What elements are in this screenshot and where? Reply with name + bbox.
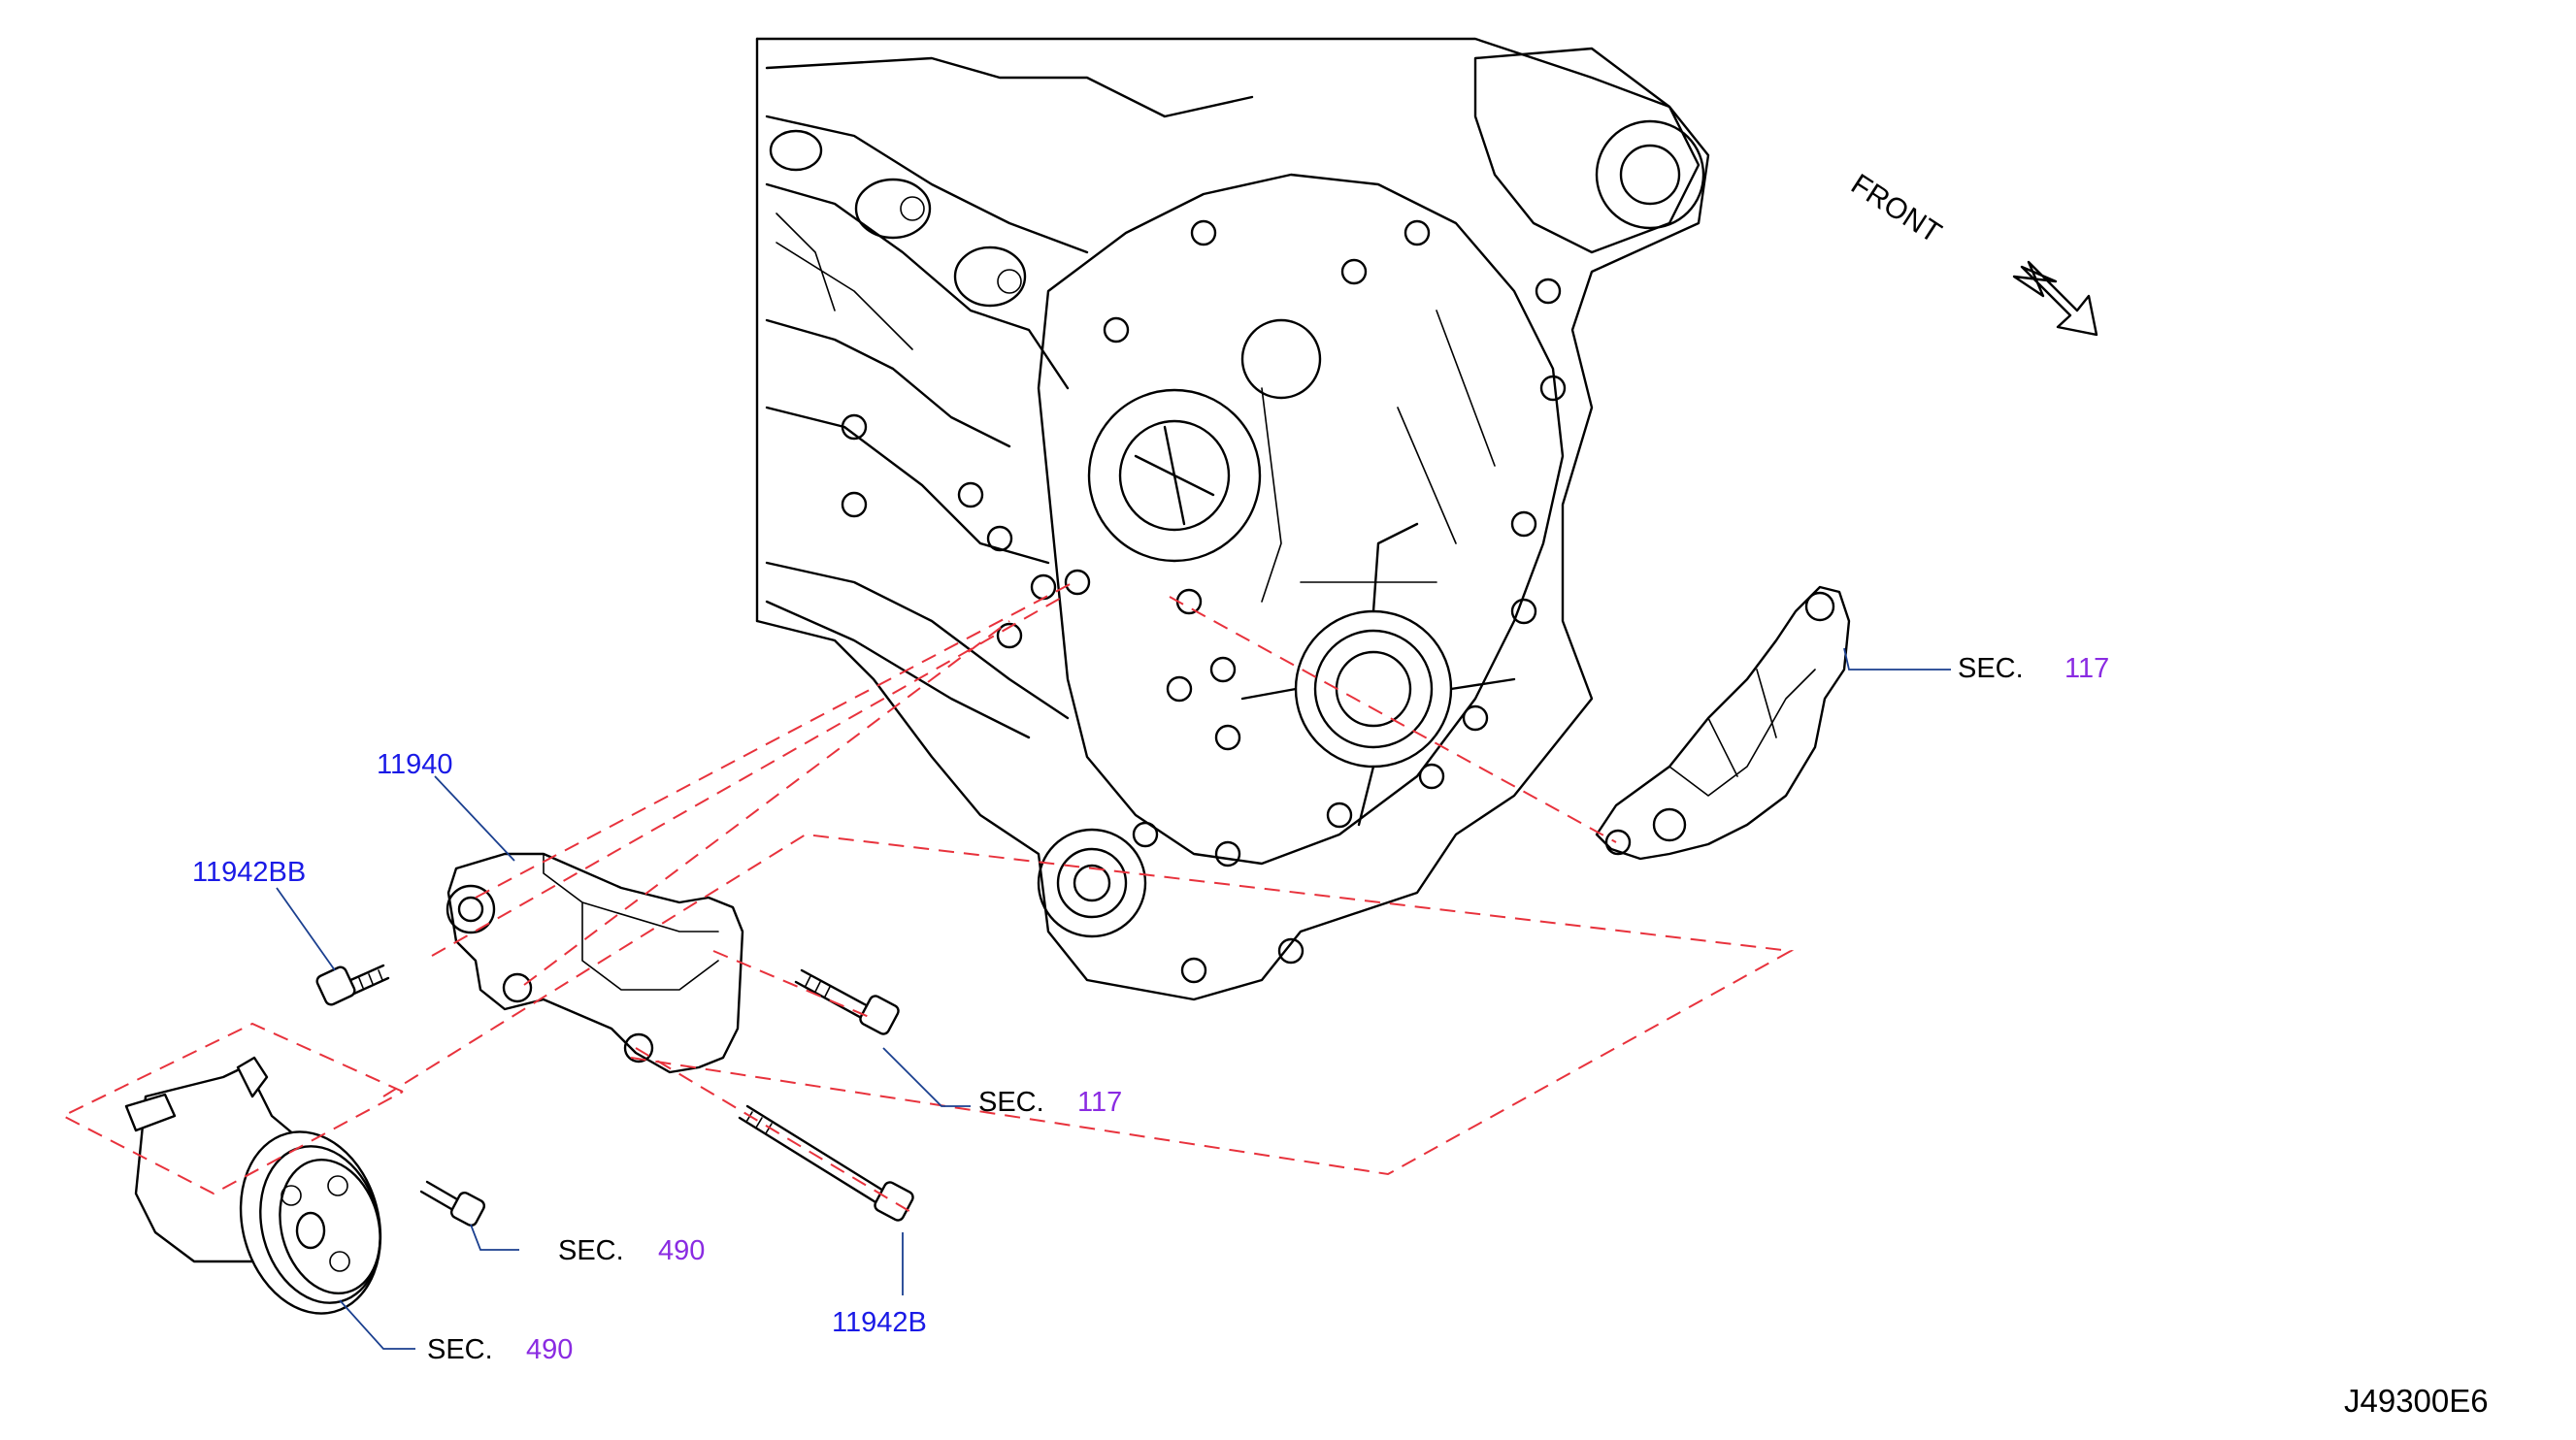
part-label-11940: 11940 [377, 749, 453, 780]
sec-number-117-right: 117 [2064, 653, 2109, 684]
bolt-sec117-illustration [794, 968, 900, 1035]
power-steering-pump-illustration [124, 1056, 382, 1315]
sec-prefix-117-right: SEC. [1958, 653, 2024, 684]
sec-prefix-117-middle: SEC. [978, 1087, 1044, 1118]
bolt-11942b-illustration [738, 1104, 914, 1222]
part-label-11942b: 11942B [832, 1307, 927, 1338]
engine-block-illustration [755, 37, 1710, 1001]
front-label: FRONT [1845, 168, 1947, 249]
sec-number-490-pump: 490 [526, 1334, 573, 1365]
front-arrow-icon [2012, 260, 2098, 337]
sec-prefix-490-pump: SEC. [427, 1334, 493, 1365]
bolt-sec490-illustration [419, 1180, 486, 1227]
diagram-code: J49300E6 [2344, 1383, 2489, 1419]
rear-bracket-illustration [1595, 585, 1851, 861]
sec-number-490-bolt: 490 [658, 1235, 705, 1266]
assembly-dashed-lines [60, 579, 1795, 1214]
leader-lines [276, 647, 1951, 1350]
part-label-11942bb: 11942BB [192, 857, 306, 888]
sec-prefix-490-bolt: SEC. [558, 1235, 624, 1266]
sec-number-117-middle: 117 [1077, 1087, 1122, 1118]
engine-bolt-bosses [841, 219, 1567, 984]
bracket-11940-illustration [446, 852, 744, 1074]
bolt-11942bb-illustration [315, 964, 390, 1006]
